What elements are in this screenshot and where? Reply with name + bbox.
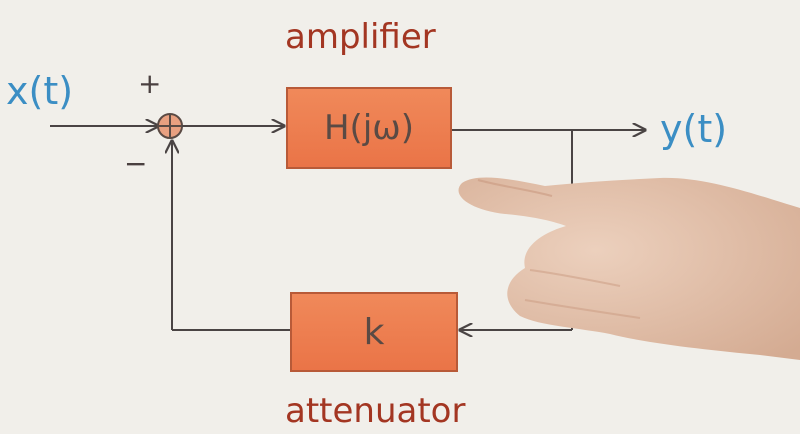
output-signal-label: y(t) <box>660 107 728 151</box>
summing-junction <box>157 113 183 139</box>
attenuator-gain: k <box>363 311 385 353</box>
amplifier-transfer-function: H(jω) <box>323 108 414 148</box>
attenuator-caption: attenuator <box>285 391 466 431</box>
attenuator-block: k <box>290 292 458 372</box>
plus-sign: + <box>138 67 162 100</box>
minus-sign: − <box>124 147 148 180</box>
amplifier-caption: amplifier <box>285 17 436 57</box>
presenter-hand <box>458 177 800 360</box>
amplifier-block: H(jω) <box>286 87 452 169</box>
input-signal-label: x(t) <box>6 69 74 113</box>
